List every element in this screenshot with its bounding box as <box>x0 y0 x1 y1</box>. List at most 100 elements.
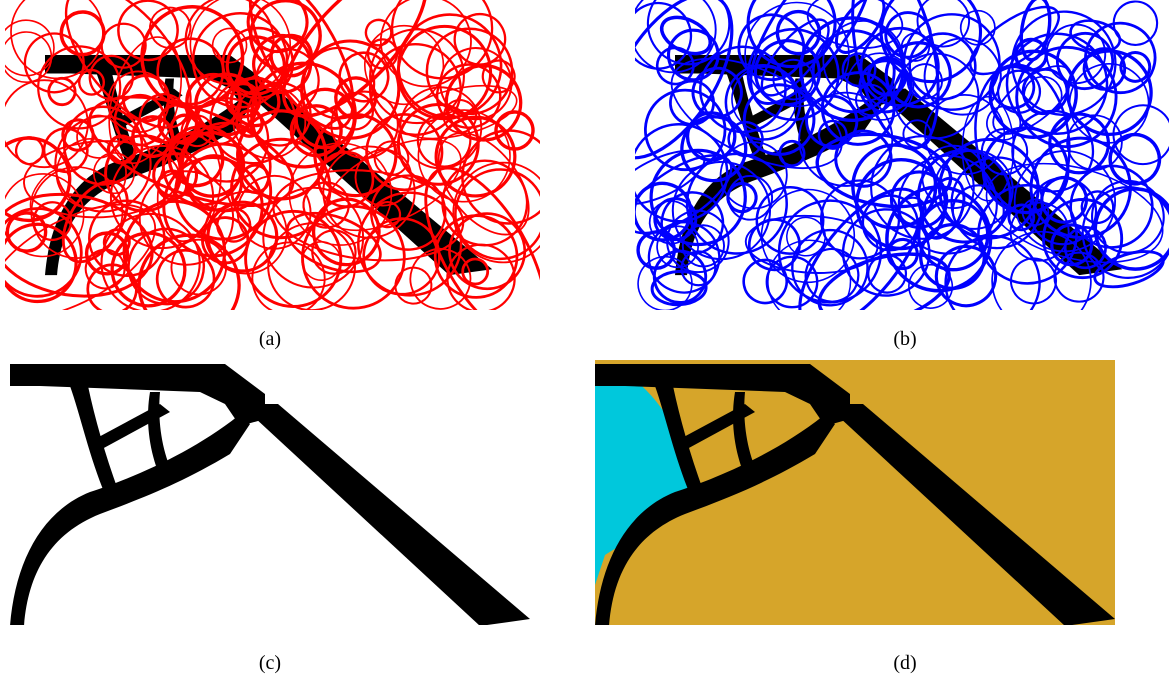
design-ellipse <box>252 34 313 95</box>
design-ellipse <box>61 179 129 264</box>
design-ellipse <box>919 223 986 290</box>
design-ellipse <box>211 27 248 64</box>
design-ellipse <box>37 45 122 130</box>
design-ellipse <box>817 119 848 150</box>
design-ellipse <box>798 91 894 187</box>
design-ellipse <box>811 29 896 114</box>
design-ellipse <box>170 238 228 296</box>
design-ellipse <box>1013 150 1116 253</box>
design-ellipse <box>719 141 788 210</box>
design-ellipse <box>84 248 126 290</box>
design-ellipse <box>652 249 708 304</box>
design-ellipse <box>110 231 187 308</box>
design-ellipse <box>747 218 801 272</box>
design-ellipse <box>61 118 95 152</box>
panel-b <box>635 0 1169 310</box>
design-ellipse <box>1068 62 1150 144</box>
design-ellipse <box>5 173 85 258</box>
design-ellipse <box>373 201 402 229</box>
design-ellipse <box>330 90 399 160</box>
design-ellipse <box>726 181 758 214</box>
design-ellipse <box>1011 109 1095 193</box>
design-ellipse <box>854 83 888 117</box>
design-ellipse <box>635 1 693 70</box>
design-ellipse <box>969 5 1060 76</box>
design-ellipse <box>637 255 693 310</box>
design-ellipse <box>834 129 893 188</box>
design-ellipse <box>138 170 235 266</box>
design-ellipse <box>1069 19 1122 53</box>
design-ellipse <box>248 0 355 130</box>
design-ellipse <box>841 52 877 88</box>
design-ellipse <box>131 115 175 159</box>
design-ellipse <box>933 149 1014 230</box>
design-ellipse <box>269 33 314 78</box>
design-ellipse <box>216 207 252 243</box>
design-ellipse <box>23 140 181 219</box>
design-ellipse <box>246 0 309 54</box>
design-ellipse <box>117 0 179 62</box>
design-ellipse <box>301 240 342 281</box>
design-ellipse <box>14 136 45 166</box>
design-ellipse <box>727 174 774 221</box>
design-ellipse <box>149 6 192 49</box>
design-ellipse <box>109 144 215 250</box>
design-ellipse <box>5 31 53 83</box>
panel-c <box>10 360 535 625</box>
design-ellipse <box>235 109 264 138</box>
design-ellipse <box>879 0 983 84</box>
design-ellipse <box>47 76 77 107</box>
design-ellipse <box>157 103 199 144</box>
design-ellipse <box>1112 0 1159 46</box>
design-ellipse <box>5 207 83 298</box>
design-ellipse <box>1112 104 1169 166</box>
caption-b: (b) <box>893 328 917 350</box>
design-ellipse <box>1119 51 1152 83</box>
design-ellipse <box>446 243 516 310</box>
design-ellipse <box>399 86 483 170</box>
design-ellipse <box>650 269 708 307</box>
design-ellipse <box>1084 21 1157 94</box>
design-ellipse <box>1019 0 1052 62</box>
design-ellipse <box>162 156 264 258</box>
design-ellipse <box>5 19 55 77</box>
design-ellipse <box>5 203 157 310</box>
design-ellipse <box>867 253 908 294</box>
design-ellipse <box>436 63 502 129</box>
design-ellipse <box>1015 45 1118 149</box>
design-ellipse <box>152 152 199 198</box>
design-ellipse <box>317 150 375 208</box>
design-ellipse <box>636 230 677 270</box>
design-ellipse <box>647 221 721 294</box>
design-ellipse <box>140 5 245 110</box>
design-ellipse <box>685 152 788 255</box>
design-ellipse <box>122 199 227 304</box>
design-ellipse <box>755 185 825 255</box>
design-ellipse <box>1013 37 1048 72</box>
design-ellipse <box>448 212 527 291</box>
design-ellipse <box>88 54 134 101</box>
design-ellipse <box>846 52 915 121</box>
caption-c: (c) <box>258 652 282 674</box>
design-ellipse <box>1010 257 1057 305</box>
design-ellipse <box>425 27 514 116</box>
design-ellipse <box>442 99 478 134</box>
design-ellipse <box>191 12 289 109</box>
caption-a: (a) <box>258 328 282 350</box>
panel-a <box>5 0 540 310</box>
design-ellipse <box>365 113 444 192</box>
design-ellipse <box>494 110 535 151</box>
design-ellipse <box>669 79 715 126</box>
design-ellipse <box>1053 251 1105 303</box>
design-ellipse <box>760 18 830 97</box>
design-ellipse <box>156 37 225 106</box>
design-ellipse <box>461 129 540 225</box>
design-ellipse <box>861 194 919 252</box>
design-ellipse <box>944 234 1041 310</box>
design-ellipse <box>236 174 312 250</box>
design-ellipse <box>244 209 343 308</box>
design-ellipse <box>749 0 874 105</box>
design-ellipse <box>1011 10 1117 116</box>
design-ellipse <box>178 130 246 198</box>
design-ellipse <box>250 61 357 169</box>
